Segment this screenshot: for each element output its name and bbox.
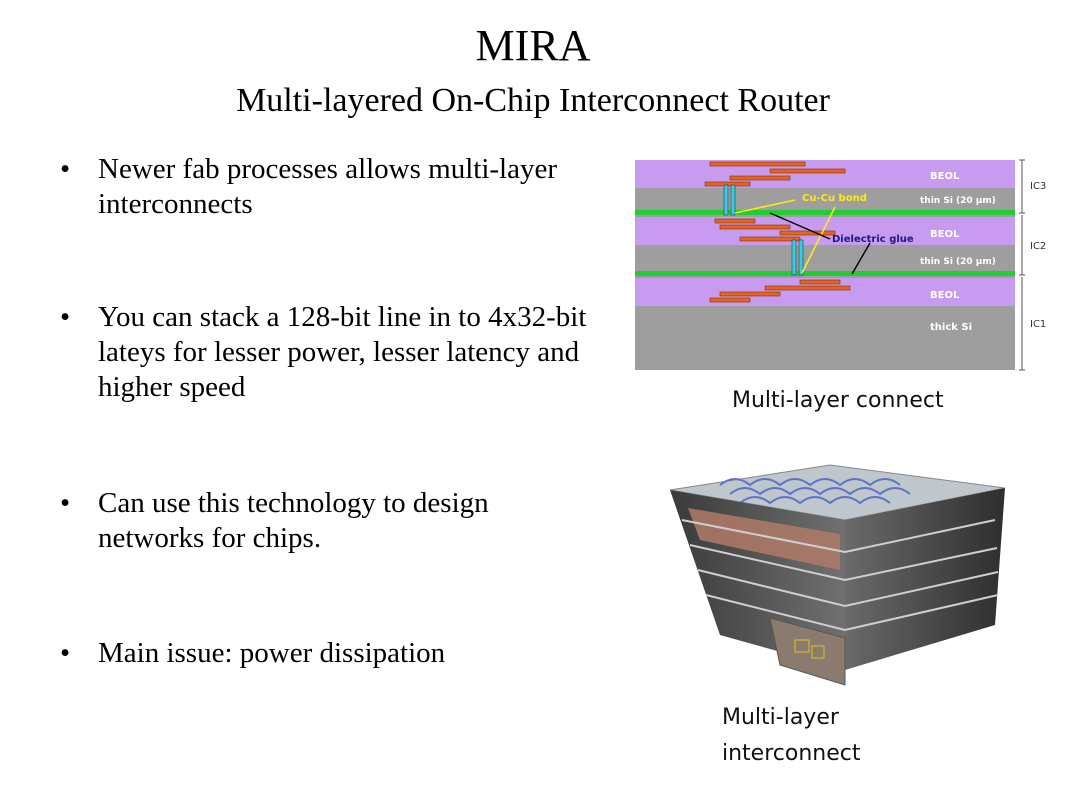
beol-label-ic1: BEOL [930,290,960,301]
thin-si-layer-ic2 [635,245,1015,271]
bullet-item: • You can stack a 128-bit line in to 4x32… [60,300,600,405]
ic1-label: IC1 [1030,319,1046,330]
ic3-label: IC3 [1030,181,1046,192]
figure1-caption: Multi-layer connect [732,388,944,413]
copper-layer [688,508,840,570]
bullet-dot: • [60,487,71,519]
bullet-text: You can stack a 128-bit line in to 4x32-… [98,301,587,403]
beol-label-ic3: BEOL [930,171,960,182]
layer-lines [681,519,999,632]
metal-traces [704,161,851,303]
slide-title: MIRA [475,21,591,70]
stacked-chip-3d-figure [669,464,1006,686]
die-circuit [794,639,825,659]
bullet-dot: • [60,637,71,669]
top-wiring [719,478,911,505]
glue-layer-2 [635,271,1015,276]
thin-si-layer-ic3 [635,188,1015,210]
bullet-text: Can use this technology to design networ… [98,487,489,554]
bullet-dot: • [60,301,71,333]
bullet-text: Main issue: power dissipation [98,637,446,669]
beol-label-ic2: BEOL [930,229,960,240]
multilayer-cross-section-figure: BEOL thin Si (20 µm) BEOL thin Si (20 µm… [635,159,1046,371]
glue-layer-1 [635,210,1015,215]
bullet-item: • Main issue: power dissipation [60,636,600,671]
bullet-item: • Newer fab processes allows multi-layer … [60,152,600,222]
slide-subtitle: Multi-layered On-Chip Interconnect Route… [236,82,830,119]
vias [723,184,804,276]
bullet-dot: • [60,153,71,185]
thick-si-layer [635,306,1015,370]
ic-brackets [1019,159,1025,371]
thick-si-label: thick Si [930,322,972,333]
bullet-item: • Can use this technology to design netwo… [60,486,600,556]
ic2-label: IC2 [1030,241,1046,252]
thin-si-label-ic3: thin Si (20 µm) [920,196,996,206]
cu-bond-label: Cu-Cu bond [802,193,867,204]
dielectric-glue-label: Dielectric glue [832,234,914,245]
chip-right-side [845,488,1005,670]
beol-layer-ic3 [635,160,1015,188]
thin-si-label-ic2: thin Si (20 µm) [920,257,996,267]
bullet-text: Newer fab processes allows multi-layer i… [98,153,558,220]
cu-bond-callouts [734,199,836,274]
figure2-caption: Multi-layer interconnect [722,705,861,766]
dielectric-callouts [769,212,871,275]
